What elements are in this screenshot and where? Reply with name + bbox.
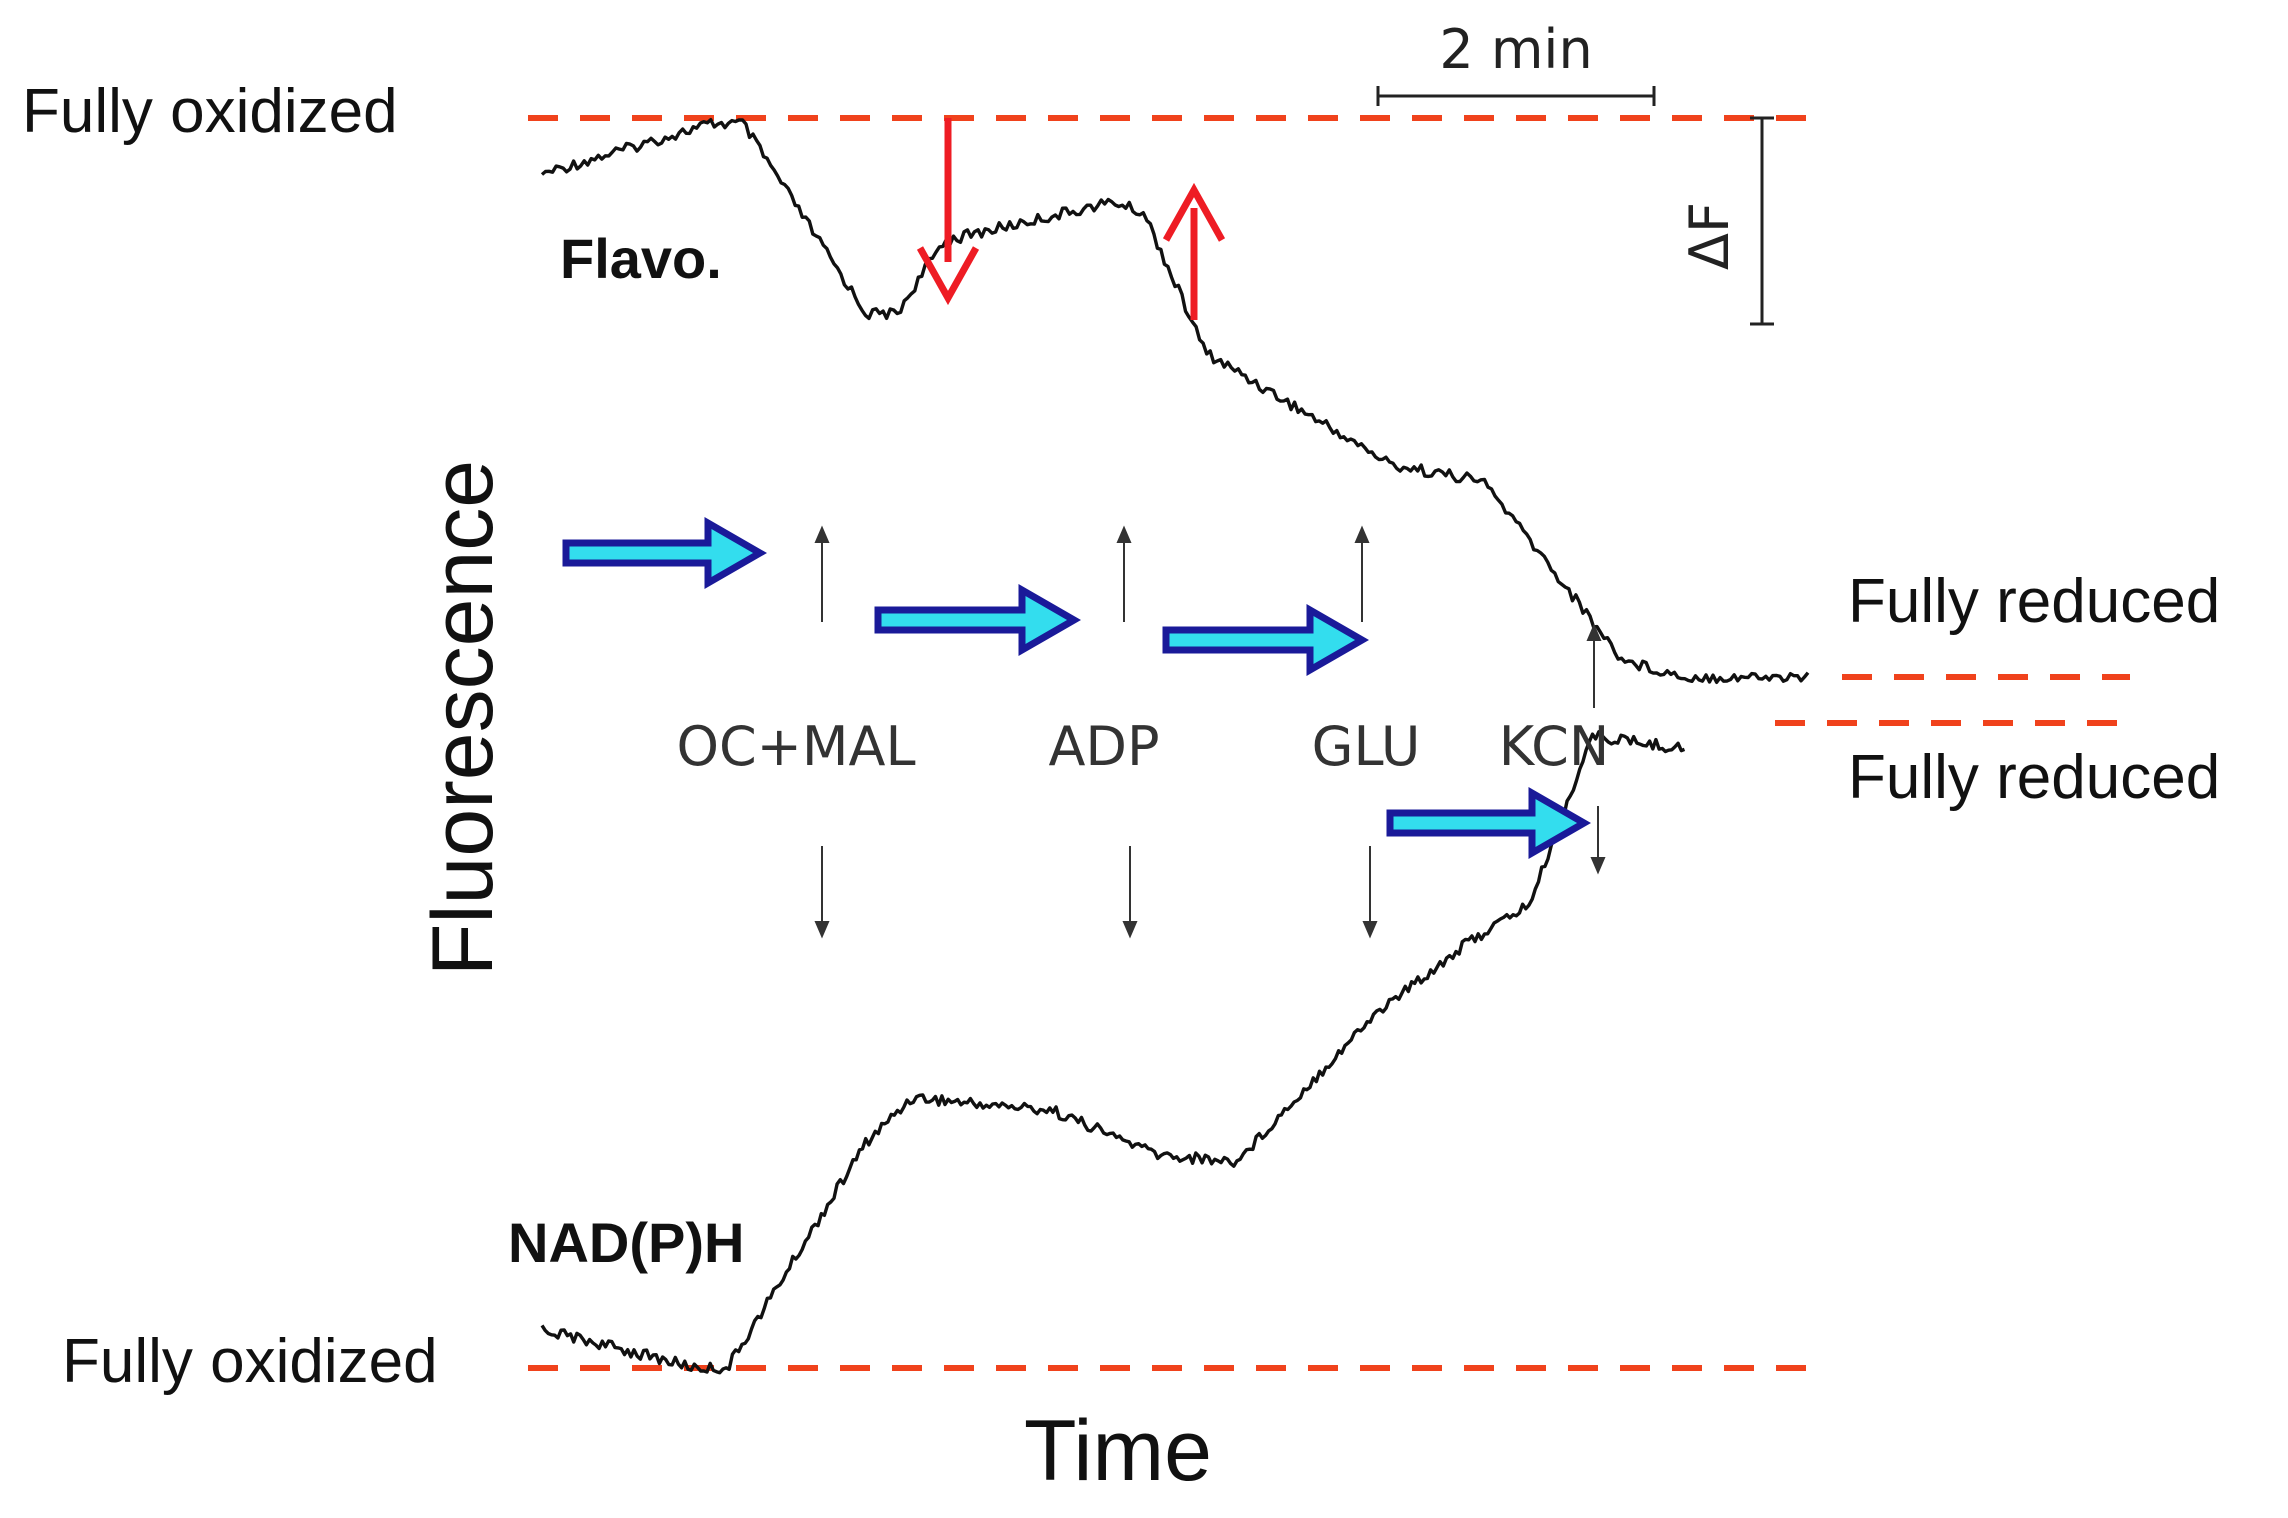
event-marker-kcn-down-icon	[1590, 806, 1606, 875]
y-axis-label: Fluorescence	[415, 460, 511, 976]
block-arrow-3-icon	[1162, 603, 1370, 677]
series-label-flavo: Flavo.	[560, 227, 722, 290]
event-marker-oc-mal-up-icon	[814, 525, 830, 622]
label-nadph-fully-reduced: Fully reduced	[1848, 743, 2220, 812]
label-flavo-fully-reduced: Fully reduced	[1848, 567, 2220, 636]
event-marker-kcn-up-icon	[1586, 623, 1602, 708]
x-axis-label: Time	[1024, 1403, 1212, 1499]
event-label-glu: GLU	[1312, 715, 1421, 778]
label-nadph-fully-oxidized: Fully oxidized	[62, 1327, 438, 1396]
signal-scale-label: ΔF	[1678, 202, 1741, 270]
flavo-trace	[540, 118, 1810, 684]
nadph-trace	[540, 730, 1686, 1375]
flavo-decrease-arrow-icon	[916, 118, 980, 306]
event-marker-adp-down-icon	[1122, 846, 1138, 939]
event-marker-glu-down-icon	[1362, 846, 1378, 939]
block-arrow-1-icon	[562, 516, 768, 590]
block-arrows	[562, 516, 1592, 860]
flavo-increase-arrow-icon	[1162, 182, 1226, 320]
series-label-nadph: NAD(P)H	[508, 1211, 744, 1274]
block-arrow-2-icon	[874, 583, 1082, 657]
event-label-oc-mal: OC+MAL	[676, 715, 915, 778]
event-markers	[814, 525, 1606, 939]
event-marker-glu-up-icon	[1354, 525, 1370, 622]
event-marker-oc-mal-down-icon	[814, 846, 830, 939]
block-arrow-4-icon	[1386, 786, 1592, 860]
time-scale-label: 2 min	[1439, 18, 1592, 81]
event-label-adp: ADP	[1048, 715, 1159, 778]
event-label-kcn: KCN	[1499, 715, 1610, 778]
event-marker-adp-up-icon	[1116, 525, 1132, 622]
label-flavo-fully-oxidized: Fully oxidized	[22, 77, 398, 146]
